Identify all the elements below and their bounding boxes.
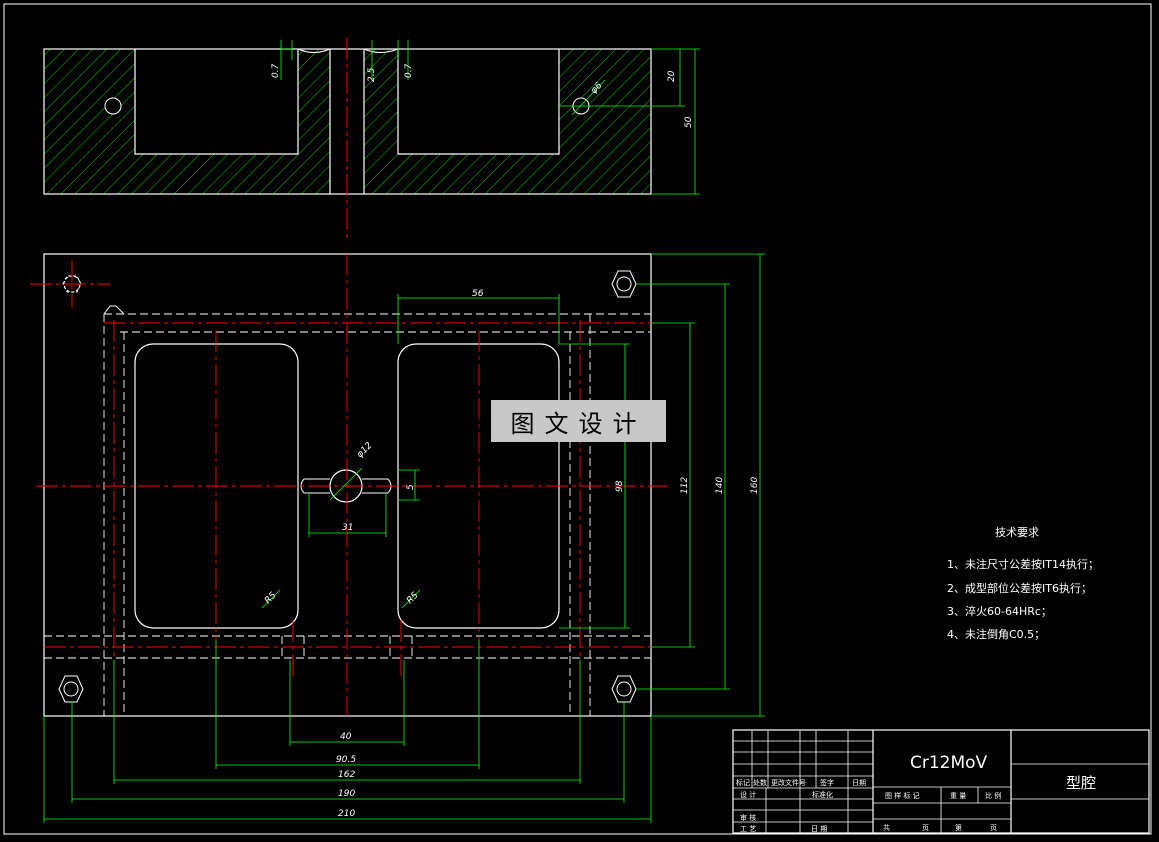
dim-90-5: 90.5 <box>336 755 356 765</box>
dim-31: 31 <box>342 523 353 533</box>
watermark: 图文设计 <box>491 400 666 442</box>
tb-weight: 重 量 <box>950 792 966 800</box>
dim-20: 20 <box>667 70 677 82</box>
tb-process: 工 艺 <box>740 825 756 833</box>
section-view <box>43 38 652 240</box>
dim-5: 5 <box>406 484 416 490</box>
tb-total: 共 <box>883 823 890 832</box>
tb-sign: 签字 <box>820 778 834 787</box>
dim-112: 112 <box>680 477 690 494</box>
tb-mark: 标记 <box>736 778 750 787</box>
dim-210: 210 <box>338 809 355 819</box>
dim-2-5: 2.5 <box>367 67 377 82</box>
dim-r5-left: R5 <box>263 590 279 606</box>
dim-56: 56 <box>472 289 484 299</box>
tb-count: 处数 <box>753 778 767 787</box>
tb-stage-mark: 图 样 标 记 <box>885 791 920 800</box>
tb-sheet-no: 第 <box>955 823 962 832</box>
dim-0-7-left: 0.7 <box>271 63 281 78</box>
title-block <box>732 729 1150 834</box>
plan-view <box>30 253 668 717</box>
dim-190: 190 <box>338 789 355 799</box>
material: Cr12MoV <box>910 753 988 773</box>
tb-date: 日 期 <box>811 825 827 833</box>
dim-40: 40 <box>340 732 352 742</box>
tb-date-head: 日期 <box>852 779 866 787</box>
note-item-1: 1、未注尺寸公差按IT14执行； <box>947 557 1099 571</box>
section-dimensions <box>280 40 700 195</box>
dim-0-7-right: 0.7 <box>404 63 414 78</box>
tb-review: 审 核 <box>740 813 756 822</box>
plan-dimensions <box>43 253 765 823</box>
part-name: 型腔 <box>1066 774 1096 792</box>
dim-140: 140 <box>715 477 725 494</box>
dim-162: 162 <box>338 770 355 780</box>
notes-title: 技术要求 <box>995 526 1039 539</box>
tb-change-doc: 更改文件号 <box>771 778 806 787</box>
dim-phi12: φ12 <box>355 441 375 461</box>
dim-50: 50 <box>684 116 694 128</box>
tb-scale: 比 例 <box>985 791 1001 800</box>
tb-standardize: 标准化 <box>812 790 833 799</box>
dim-98: 98 <box>615 480 625 492</box>
tb-sheets: 页 <box>922 824 929 832</box>
note-item-4: 4、未注倒角C0.5； <box>947 627 1045 641</box>
dim-160: 160 <box>750 477 760 494</box>
drawing-frame <box>3 3 1152 835</box>
tb-page: 页 <box>990 824 997 832</box>
tb-design: 设 计 <box>740 790 756 799</box>
note-item-2: 2、成型部位公差按IT6执行； <box>947 581 1092 595</box>
dim-r5-right: R5 <box>405 590 421 606</box>
note-item-3: 3、淬火60-64HRc； <box>947 604 1052 618</box>
